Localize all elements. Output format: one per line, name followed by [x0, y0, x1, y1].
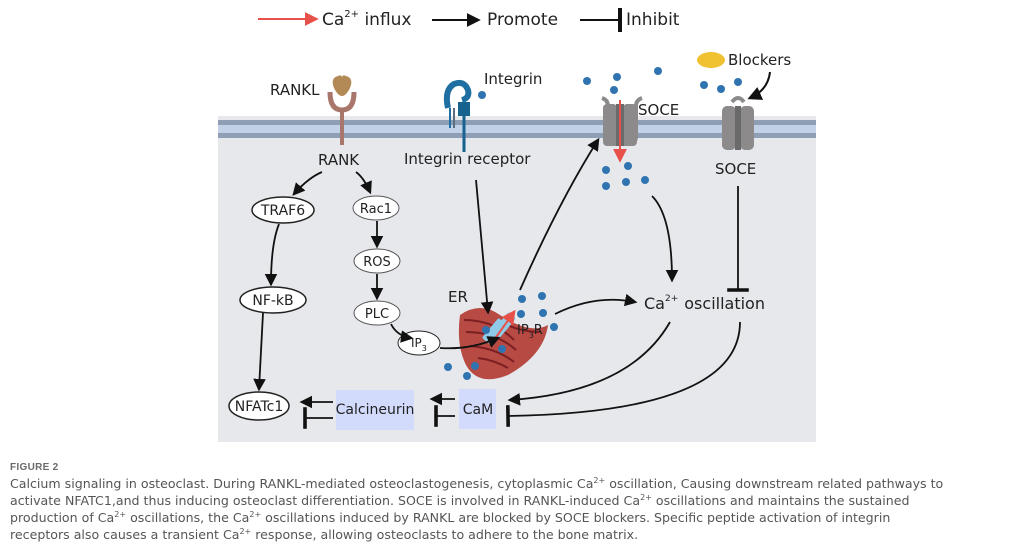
node-ip3: IP3: [397, 330, 441, 356]
node-traf6: TRAF6: [251, 196, 315, 224]
svg-text:IP3: IP3: [411, 336, 427, 353]
svg-text:NF-kB: NF-kB: [252, 293, 293, 309]
soce-blocked-channel-icon: [722, 96, 754, 150]
arrow-plc-ip3: [390, 323, 414, 343]
svg-text:TRAF6: TRAF6: [260, 203, 305, 219]
arrow-er-ca-oscillation: [554, 293, 638, 315]
svg-text:NFATc1: NFATc1: [235, 399, 284, 415]
arrow-soce-ca-oscillation: [651, 195, 679, 283]
rank-label: RANK: [318, 151, 360, 169]
er-label: ER: [448, 288, 468, 306]
legend-promote: Promote: [432, 10, 558, 30]
figure-caption: Calcium signaling in osteoclast. During …: [10, 475, 1020, 543]
caption-line: activate NFATC1,and thus inducing osteoc…: [10, 492, 910, 508]
rank-receptor-icon: [327, 91, 357, 145]
arrow-rank-rac1: [355, 171, 372, 195]
legend-inhibit-label: Inhibit: [626, 10, 680, 30]
svg-text:PLC: PLC: [365, 307, 389, 322]
arrow-nfkb-nfatc1: [253, 312, 266, 392]
arrow-oscillation-cam: [507, 321, 671, 406]
legend: Ca2+ influx Promote Inhibit: [258, 8, 680, 32]
er-calcium-ions: [444, 292, 558, 380]
legend-ca-influx: Ca2+ influx: [258, 9, 412, 30]
node-ros: ROS: [353, 248, 401, 274]
ip3r-label: IP3R: [517, 323, 543, 340]
svg-text:CaM: CaM: [463, 402, 493, 418]
caption-line: production of Ca2+ oscillations, the Ca2…: [10, 509, 891, 525]
rankl-ligand-icon: [332, 75, 352, 96]
blocker-icon: [697, 52, 725, 68]
node-calcineurin: Calcineurin: [336, 390, 415, 430]
integrin-icon: [443, 79, 486, 152]
arrow-integrin-er: [475, 179, 494, 315]
arrow-rank-traf6: [292, 171, 323, 196]
node-rac1: Rac1: [352, 195, 400, 221]
integrin-receptor-label: Integrin receptor: [404, 150, 531, 168]
integrin-label: Integrin: [484, 70, 542, 88]
blockers-label: Blockers: [728, 51, 791, 69]
svg-text:ROS: ROS: [363, 255, 391, 270]
cytoplasmic-calcium-ions: [602, 162, 649, 190]
node-nfatc1: NFATc1: [228, 391, 290, 421]
legend-inhibit: Inhibit: [580, 8, 680, 32]
cell-membrane: [218, 120, 816, 138]
svg-text:Calcineurin: Calcineurin: [336, 402, 415, 418]
legend-ca-label: Ca2+ influx: [322, 9, 412, 30]
er-icon: [458, 308, 548, 380]
arrow-ip3-ip3r: [439, 336, 501, 350]
calcium-signaling-diagram: Ca2+ influx Promote Inhibit RANKL RANK I…: [218, 8, 816, 442]
caption-line: Calcium signaling in osteoclast. During …: [10, 475, 944, 491]
pathway-arrows: [253, 137, 749, 429]
rankl-label: RANKL: [270, 81, 320, 99]
extracellular-calcium-ions: [583, 67, 742, 94]
node-plc: PLC: [353, 300, 401, 326]
node-nfkb: NF-kB: [239, 286, 307, 314]
inhibit-oscillation-cam: [506, 321, 741, 427]
svg-text:Rac1: Rac1: [360, 202, 392, 217]
blocker-arrow: [747, 71, 771, 100]
caption-line: receptors also causes a transient Ca2+ r…: [10, 526, 639, 542]
soce-active-channel-icon: [601, 96, 643, 163]
node-cam: CaM: [459, 389, 496, 429]
figure-label: FIGURE 2: [10, 462, 59, 473]
ca-oscillation-label: Ca2+oscillation: [644, 294, 765, 313]
legend-promote-label: Promote: [487, 10, 558, 30]
cytoplasm: [218, 116, 816, 442]
soce-blocked-label: SOCE: [715, 160, 756, 178]
soce-active-label: SOCE: [638, 101, 679, 119]
arrow-traf6-nfkb: [264, 223, 280, 287]
arrow-er-soce: [519, 137, 600, 291]
